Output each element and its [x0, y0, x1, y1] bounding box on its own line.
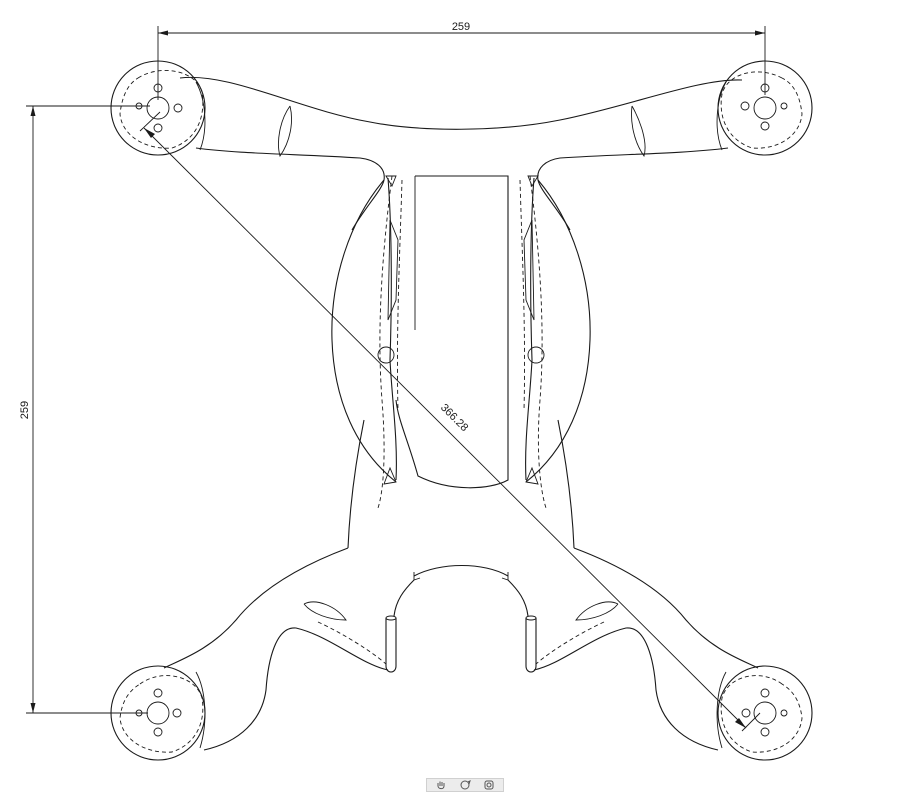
rotate-icon [460, 780, 471, 790]
dimension-horizontal-label: 259 [452, 21, 470, 33]
frame-outline [163, 76, 759, 751]
motor-mount-top-right [717, 60, 813, 156]
dimension-vertical-label: 259 [19, 401, 31, 419]
rotate-button[interactable] [458, 779, 472, 791]
dimension-vertical: 259 [19, 105, 150, 714]
motor-mount-bottom-right [717, 665, 813, 761]
motor-mount-top-left [110, 60, 206, 156]
dimension-diagonal: 366.28 [139, 111, 761, 732]
hand-icon [437, 781, 445, 790]
zoom-button[interactable] [482, 779, 496, 791]
dimension-diagonal-label: 366.28 [438, 402, 470, 434]
zoom-icon [484, 780, 494, 790]
pan-button[interactable] [434, 779, 448, 791]
dimension-horizontal: 259 [157, 21, 766, 100]
